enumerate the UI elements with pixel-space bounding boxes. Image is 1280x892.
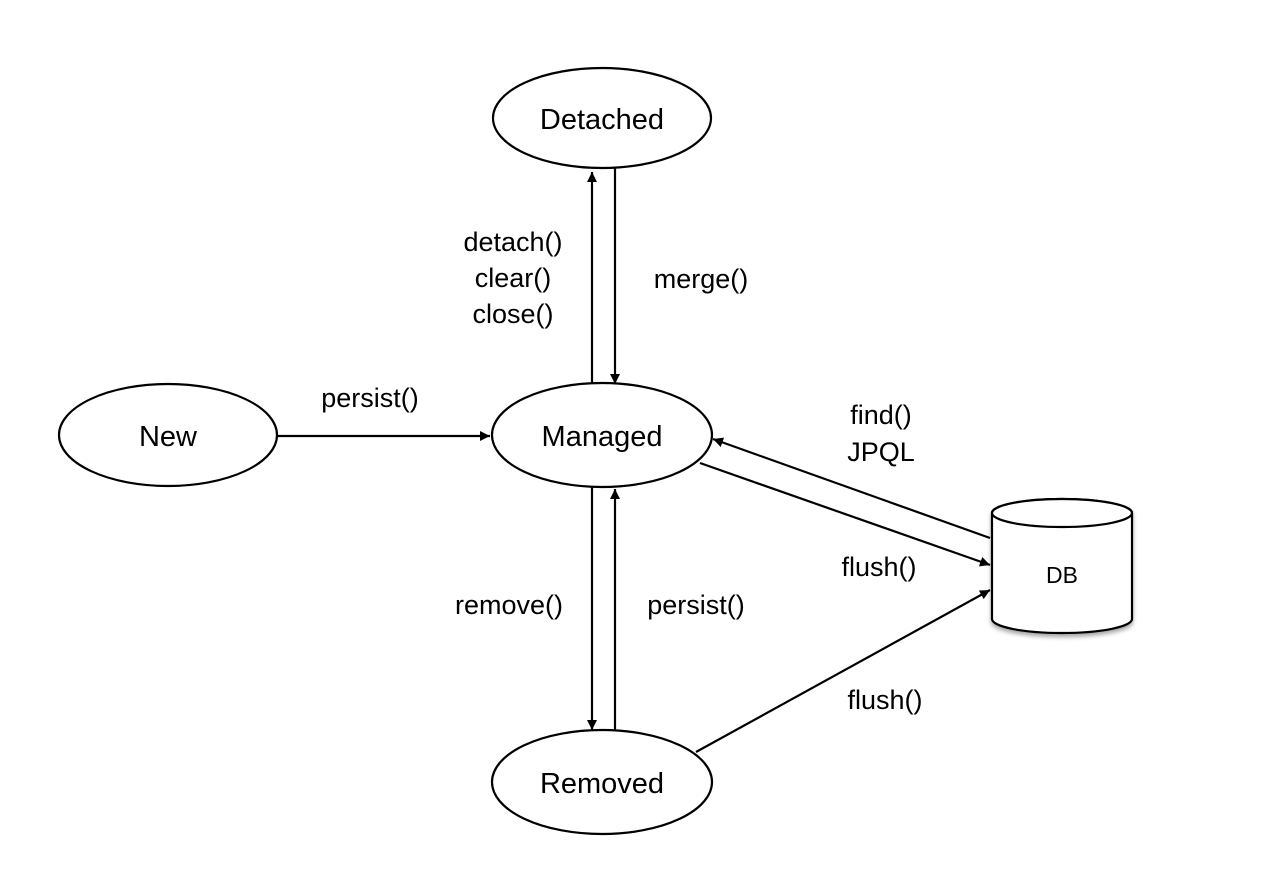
label-find: find(): [850, 400, 912, 430]
label-close: close(): [472, 299, 553, 329]
label-flush-managed: flush(): [841, 552, 916, 582]
state-removed: Removed: [490, 728, 714, 836]
state-managed: Managed: [490, 381, 714, 489]
label-clear: clear(): [475, 263, 552, 293]
label-merge: merge(): [654, 264, 749, 294]
edge-removed-to-db: [695, 589, 991, 753]
state-new-label: New: [139, 421, 198, 453]
label-flush-removed: flush(): [847, 685, 922, 715]
state-detached-label: Detached: [540, 104, 664, 136]
label-remove: remove(): [455, 590, 563, 620]
label-persist-new: persist(): [321, 383, 419, 413]
state-new: New: [57, 382, 279, 488]
state-detached: Detached: [491, 66, 713, 170]
database-cylinder: [990, 497, 1134, 635]
state-removed-label: Removed: [540, 768, 664, 800]
label-persist-removed: persist(): [647, 590, 745, 620]
state-managed-label: Managed: [542, 421, 663, 453]
database-label: DB: [1046, 562, 1078, 588]
edge-managed-to-db: [699, 461, 991, 567]
label-detach: detach(): [463, 227, 562, 257]
edge-db-to-managed: [712, 437, 991, 540]
label-jpql: JPQL: [847, 437, 915, 467]
